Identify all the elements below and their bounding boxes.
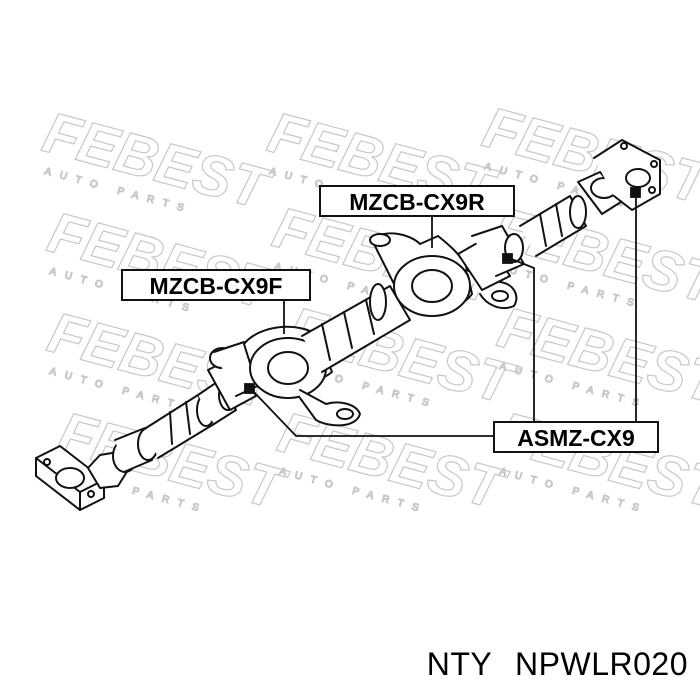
leader-joint-front xyxy=(251,389,494,437)
rear-joint xyxy=(457,225,525,291)
front-flange xyxy=(35,445,105,511)
label-joint-text: ASMZ-CX9 xyxy=(517,425,635,451)
label-rear-bearing: MZCB-CX9R xyxy=(319,185,515,217)
watermark-12: FEBEST AUTO PARTS xyxy=(491,399,700,523)
front-rubber-joint xyxy=(207,341,263,411)
rear-tube xyxy=(519,195,587,257)
watermark-11: FEBEST AUTO PARTS xyxy=(271,399,514,523)
caption-brand: NTY xyxy=(426,646,492,682)
label-front-bearing: MZCB-CX9F xyxy=(121,269,311,301)
rear-flange xyxy=(577,139,661,215)
leader-joint-rear xyxy=(508,257,535,424)
front-joint xyxy=(87,427,159,489)
marker-flange-joint xyxy=(630,187,641,198)
label-box xyxy=(319,185,515,217)
label-rear-bearing-text: MZCB-CX9R xyxy=(349,189,485,215)
driveshaft xyxy=(35,139,661,511)
watermark-brand: FEBEST xyxy=(492,400,700,523)
label-front-bearing-text: MZCB-CX9F xyxy=(150,273,283,299)
watermark-brand: FEBEST xyxy=(492,295,700,418)
label-box xyxy=(493,421,659,453)
label-box xyxy=(121,269,311,301)
caption-part-number: NPWLR020 xyxy=(515,646,688,682)
leader-lines xyxy=(244,187,641,437)
label-joint: ASMZ-CX9 xyxy=(493,421,659,453)
marker-front-joint xyxy=(244,383,255,394)
part-caption: NTY NPWLR020 xyxy=(427,646,688,683)
marker-rear-joint xyxy=(502,253,513,264)
